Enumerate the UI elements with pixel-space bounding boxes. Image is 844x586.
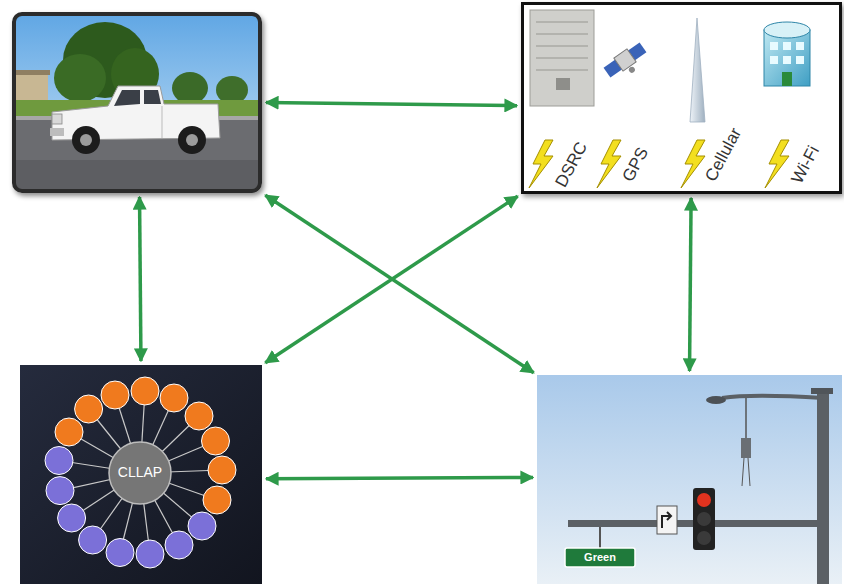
bidirectional-arrow <box>690 198 692 371</box>
communication-icons <box>521 2 842 194</box>
bidirectional-arrow <box>266 477 533 478</box>
traffic-signal-photo <box>537 375 842 584</box>
gps-satellite <box>602 41 651 85</box>
dsrc-device <box>530 10 594 106</box>
street-sign-text: Green <box>584 551 616 563</box>
hub-diagram <box>20 365 262 584</box>
cellular-tower <box>690 18 705 122</box>
turn-sign <box>657 506 677 534</box>
truck-photo <box>14 14 260 191</box>
traffic-signal-panel: Green <box>537 375 842 584</box>
pickup-truck <box>50 86 220 154</box>
bidirectional-arrow <box>266 103 517 106</box>
truck-panel <box>12 12 262 193</box>
technology-label: DSRC <box>552 139 591 190</box>
street-sign <box>565 548 635 567</box>
hub-label: CLLAP <box>118 465 162 480</box>
wifi-building <box>764 22 810 86</box>
bidirectional-arrow <box>140 197 141 361</box>
bidirectional-arrow <box>265 196 517 363</box>
communication-panel: DSRC GPS Cellular Wi-Fi <box>521 2 842 194</box>
technology-label: GPS <box>619 145 652 185</box>
signal-head <box>693 488 715 550</box>
hub-circle <box>109 442 171 504</box>
technology-label: Cellular <box>702 125 746 185</box>
technology-label: Wi-Fi <box>788 143 823 187</box>
hub-panel: CLLAP <box>20 365 262 584</box>
bidirectional-arrow <box>265 195 533 373</box>
